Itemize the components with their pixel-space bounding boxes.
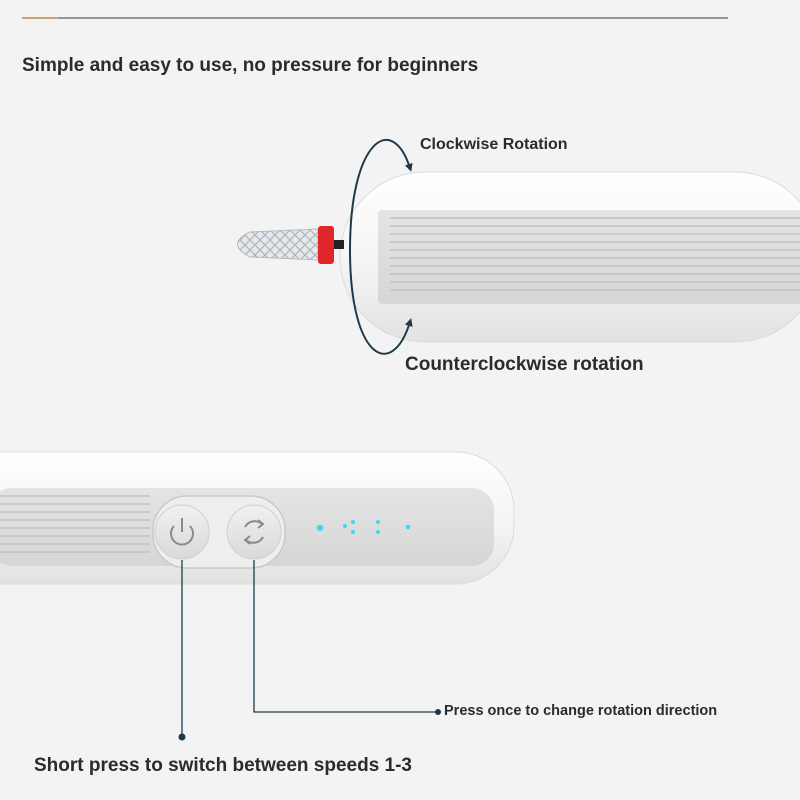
speed-caption: Short press to switch between speeds 1-3: [34, 755, 412, 776]
rotate-icon: [243, 519, 265, 545]
grip-lines-top: [390, 217, 800, 291]
direction-callout-line: [253, 560, 441, 715]
speed-led-3: [405, 524, 411, 530]
power-button[interactable]: [154, 504, 210, 560]
bit-collar: [318, 226, 334, 264]
power-icon: [170, 518, 194, 546]
speed-callout-line: [178, 560, 186, 741]
direction-button[interactable]: [226, 504, 282, 560]
speed-led-1: [343, 520, 355, 534]
drill-device-top: [339, 171, 800, 343]
drill-bit: [237, 226, 344, 264]
power-led: [316, 524, 324, 532]
grip-lines-bottom: [0, 495, 150, 553]
speed-indicators: [316, 520, 411, 534]
counterclockwise-label: Counterclockwise rotation: [405, 354, 644, 375]
speed-led-2: [376, 520, 380, 534]
clockwise-label: Clockwise Rotation: [420, 136, 568, 153]
headline: Simple and easy to use, no pressure for …: [22, 55, 479, 76]
clockwise-arrow: [349, 138, 413, 251]
counterclockwise-arrow: [349, 249, 413, 355]
direction-caption: Press once to change rotation direction: [444, 703, 718, 719]
